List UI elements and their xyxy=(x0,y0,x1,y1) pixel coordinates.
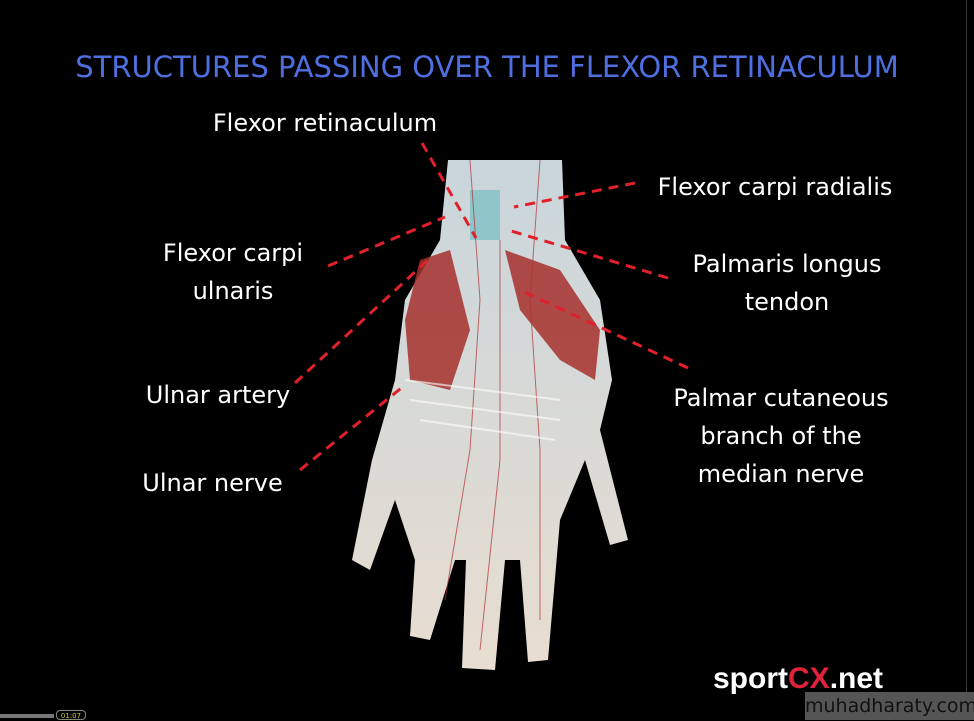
label-line: Flexor carpi xyxy=(162,239,304,267)
label-palmar-cutaneous-branch: Palmar cutaneous branch of the median ne… xyxy=(650,379,912,493)
label-ulnar-artery: Ulnar artery xyxy=(145,381,291,409)
label-ulnar-nerve: Ulnar nerve xyxy=(142,469,283,497)
arrow-ulnar-nerve xyxy=(299,383,406,472)
logo-part: sport xyxy=(713,662,788,695)
label-flexor-carpi-ulnaris: Flexor carpi ulnaris xyxy=(148,234,318,310)
logo-part: .net xyxy=(829,662,884,695)
label-line: Palmaris longus xyxy=(692,250,882,278)
pointer-arrows xyxy=(293,142,689,472)
label-flexor-retinaculum: Flexor retinaculum xyxy=(212,109,438,137)
watermark: muhadharaty.com xyxy=(805,692,974,720)
time-display: 01:07 xyxy=(56,710,86,720)
label-line: ulnaris xyxy=(192,277,274,305)
video-player-controls[interactable]: 01:07 xyxy=(0,710,86,720)
hand xyxy=(352,159,628,670)
arrow-flexor-carpi-ulnaris xyxy=(327,215,446,268)
sportcx-logo: sportCX.net xyxy=(713,662,883,696)
slide-title: STRUCTURES PASSING OVER THE FLEXOR RETIN… xyxy=(75,50,899,84)
label-flexor-carpi-radialis: Flexor carpi radialis xyxy=(657,173,893,201)
label-line: tendon xyxy=(744,288,830,316)
arrow-palmar-cutaneous xyxy=(519,288,689,370)
arrow-flexor-retinaculum xyxy=(420,142,478,239)
arrow-ulnar-artery xyxy=(293,256,432,385)
label-palmaris-longus: Palmaris longus tendon xyxy=(672,245,902,321)
progress-bar[interactable] xyxy=(0,714,54,718)
label-line: branch of the xyxy=(700,422,862,450)
arrow-flexor-carpi-radialis xyxy=(513,181,636,209)
label-line: Palmar cutaneous xyxy=(673,384,889,412)
logo-accent: CX xyxy=(788,662,830,695)
slide-edge-divider xyxy=(966,0,967,720)
label-line: median nerve xyxy=(697,460,865,488)
arrow-palmaris-longus xyxy=(507,228,669,280)
